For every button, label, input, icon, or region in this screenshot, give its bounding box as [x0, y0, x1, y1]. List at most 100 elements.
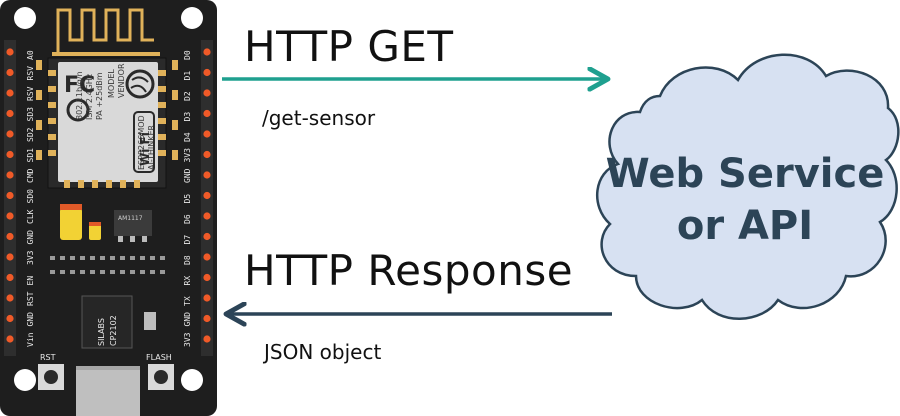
- right-pin-label: D3: [183, 112, 192, 122]
- smd-pad: [100, 256, 105, 260]
- yellow-capacitor: [60, 208, 82, 240]
- smd-pad: [120, 256, 125, 260]
- mounting-hole-top-left: [14, 7, 36, 29]
- mounting-hole-top-right: [181, 7, 203, 29]
- smd-component-rows: [50, 256, 165, 274]
- right-pin-4: [203, 130, 211, 138]
- right-pin-label: D2: [183, 91, 192, 101]
- left-pin-8: [6, 212, 14, 220]
- smd-pad: [50, 270, 55, 274]
- right-pin-0: [203, 48, 211, 56]
- smd-pad: [130, 270, 135, 274]
- nodemcu-board: FC MODEL VENDOR ESP8266MOD AI-THINKER IS…: [0, 0, 217, 416]
- smd-pad: [140, 256, 145, 260]
- left-pin-12: [6, 294, 14, 302]
- request-path: /get-sensor: [262, 106, 376, 130]
- right-pin-2: [203, 89, 211, 97]
- smd-pad: [90, 256, 95, 260]
- right-pin-14: [203, 335, 211, 343]
- right-pin-label: D6: [183, 214, 192, 224]
- smd-pad: [70, 270, 75, 274]
- right-pin-13: [203, 314, 211, 323]
- left-pin-10: [6, 253, 14, 261]
- right-pin-label: D0: [183, 50, 192, 60]
- left-pin-label: RST: [26, 291, 35, 306]
- response-body: JSON object: [264, 340, 382, 364]
- left-pin-label: RSV: [26, 86, 35, 101]
- smd-pad: [110, 270, 115, 274]
- rst-label: RST: [40, 353, 56, 362]
- right-pin-9: [203, 232, 211, 241]
- flash-button[interactable]: FLASH: [146, 353, 174, 390]
- smd-pad: [50, 256, 55, 260]
- smd-pad: [140, 270, 145, 274]
- usb-serial-chip: SILABS CP2102: [81, 295, 133, 349]
- right-pin-11: [203, 273, 211, 282]
- smd-pad: [100, 270, 105, 274]
- module-vendor-label: VENDOR: [117, 63, 126, 98]
- right-pin-label: D8: [183, 255, 192, 265]
- smd-pad: [150, 256, 155, 260]
- left-pin-label: 3V3: [26, 250, 35, 265]
- module-model-value: ESP8266MOD: [137, 115, 146, 170]
- regulator-chip: AM1117: [114, 210, 152, 242]
- left-pin-label: A0: [26, 50, 35, 60]
- left-pin-label: CMD: [26, 168, 35, 183]
- right-pin-label: 3V3: [183, 148, 192, 163]
- left-pin-1: [6, 68, 14, 77]
- right-pin-8: [203, 212, 211, 220]
- smd-pad: [70, 256, 75, 260]
- smd-pad: [110, 256, 115, 260]
- left-pin-label: RSV: [26, 66, 35, 81]
- left-pin-label: GND: [26, 312, 35, 327]
- module-power: PA +25dBm: [95, 72, 104, 120]
- left-pin-11: [6, 273, 14, 282]
- left-pin-7: [6, 191, 14, 200]
- wifi-logo-box: [133, 111, 155, 173]
- fcc-logo: FC: [64, 73, 95, 98]
- smd-pad: [120, 270, 125, 274]
- fcc-ring-icon: [66, 98, 90, 122]
- cloud-label-line2: or API: [676, 203, 814, 249]
- smd-pad: [80, 256, 85, 260]
- cloud-shape: [596, 53, 900, 320]
- left-pin-label: GND: [26, 230, 35, 245]
- left-pin-2: [6, 89, 14, 97]
- left-pin-label: EN: [26, 276, 35, 286]
- right-pin-3: [203, 109, 211, 118]
- gold-pads: [36, 60, 178, 160]
- rst-button[interactable]: RST: [38, 353, 64, 390]
- right-pin-label: 3V3: [183, 332, 192, 347]
- request-title: HTTP GET: [244, 22, 454, 71]
- espressif-logo-icon: [125, 69, 155, 99]
- esp-module: FC MODEL VENDOR ESP8266MOD AI-THINKER IS…: [47, 57, 167, 189]
- right-pin-10: [203, 253, 211, 261]
- right-pin-label: GND: [183, 312, 192, 327]
- module-vendor-value: AI-THINKER: [147, 124, 156, 170]
- smd-pad: [90, 270, 95, 274]
- right-pin-12: [203, 294, 211, 302]
- left-pin-label: SD2: [26, 127, 35, 142]
- usb-chip-vendor: SILABS: [97, 318, 106, 346]
- small-capacitor: [89, 224, 101, 240]
- left-pin-14: [6, 335, 14, 343]
- left-pin-6: [6, 171, 14, 179]
- left-pin-label: Vin: [26, 332, 35, 347]
- left-pin-label: CLK: [26, 209, 35, 224]
- smd-pad: [60, 270, 65, 274]
- right-pin-label: D1: [183, 71, 192, 81]
- right-pin-label: RX: [183, 276, 192, 286]
- right-pin-label: D7: [183, 235, 192, 245]
- right-pin-label: TX: [183, 296, 192, 306]
- mounting-hole-bottom-left: [14, 369, 36, 391]
- left-pin-label: SD1: [26, 148, 35, 163]
- module-standard: 802.11b/g/n: [75, 71, 84, 120]
- right-pin-7: [203, 191, 211, 200]
- smd-pad: [150, 270, 155, 274]
- right-pin-label: GND: [183, 168, 192, 183]
- usb-chip-model: CP2102: [109, 315, 118, 346]
- left-pin-5: [6, 150, 14, 159]
- left-pin-label: SD0: [26, 189, 35, 204]
- antenna-trace: [52, 4, 160, 60]
